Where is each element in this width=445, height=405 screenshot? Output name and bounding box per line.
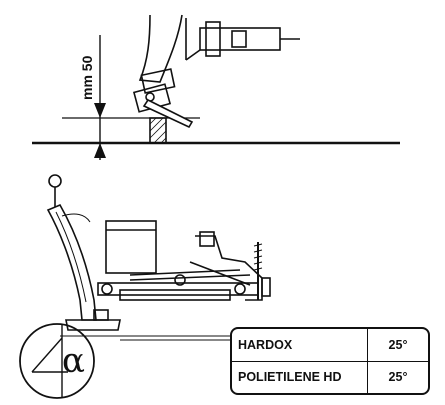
angle-symbol: α xyxy=(19,323,95,399)
material-angle: 25° xyxy=(367,329,428,362)
blade-holder xyxy=(140,68,176,94)
material-name: HARDOX xyxy=(232,329,368,362)
blade-arc xyxy=(61,213,91,223)
main-cylinder xyxy=(119,289,231,301)
top-detail: mm 50 xyxy=(32,14,400,160)
table-row: POLIETILENE HD 25° xyxy=(232,360,428,393)
beam-line-1 xyxy=(129,269,241,276)
cylinder-detail-2 xyxy=(185,49,201,61)
engine-box xyxy=(105,220,157,274)
table-row: HARDOX 25° xyxy=(232,329,428,362)
curved-blade-inner xyxy=(55,211,87,303)
beam-pivot-3 xyxy=(234,283,246,295)
angle-circle xyxy=(19,323,95,399)
support-hatching xyxy=(149,117,167,144)
blade xyxy=(142,98,194,129)
beam-pivot-1 xyxy=(101,283,113,295)
screw-handle xyxy=(261,277,271,297)
beam-line-2 xyxy=(129,274,251,281)
cylinder-mount xyxy=(205,21,221,57)
beam-pivot-2 xyxy=(174,274,186,286)
machine-side-view xyxy=(46,174,290,341)
skid-block xyxy=(93,309,109,321)
cylinder-collar xyxy=(231,30,247,48)
dimension-arrow-up xyxy=(94,143,106,158)
curved-blade xyxy=(46,203,97,321)
screw-thread xyxy=(253,243,263,271)
linkage-rod xyxy=(189,261,251,286)
linkage-bracket xyxy=(195,235,263,301)
dimension-arrow-down xyxy=(94,103,106,118)
linkage-plate xyxy=(199,231,215,247)
dimension-label: mm 50 xyxy=(79,55,95,100)
angle-ray-1 xyxy=(31,337,63,373)
material-angle-table: HARDOX 25° POLIETILENE HD 25° xyxy=(230,327,430,395)
blade-arm xyxy=(138,14,183,83)
alpha-symbol: α xyxy=(62,341,85,381)
adjust-knob xyxy=(48,174,62,188)
material-angle: 25° xyxy=(367,360,428,393)
material-name: POLIETILENE HD xyxy=(232,360,368,393)
